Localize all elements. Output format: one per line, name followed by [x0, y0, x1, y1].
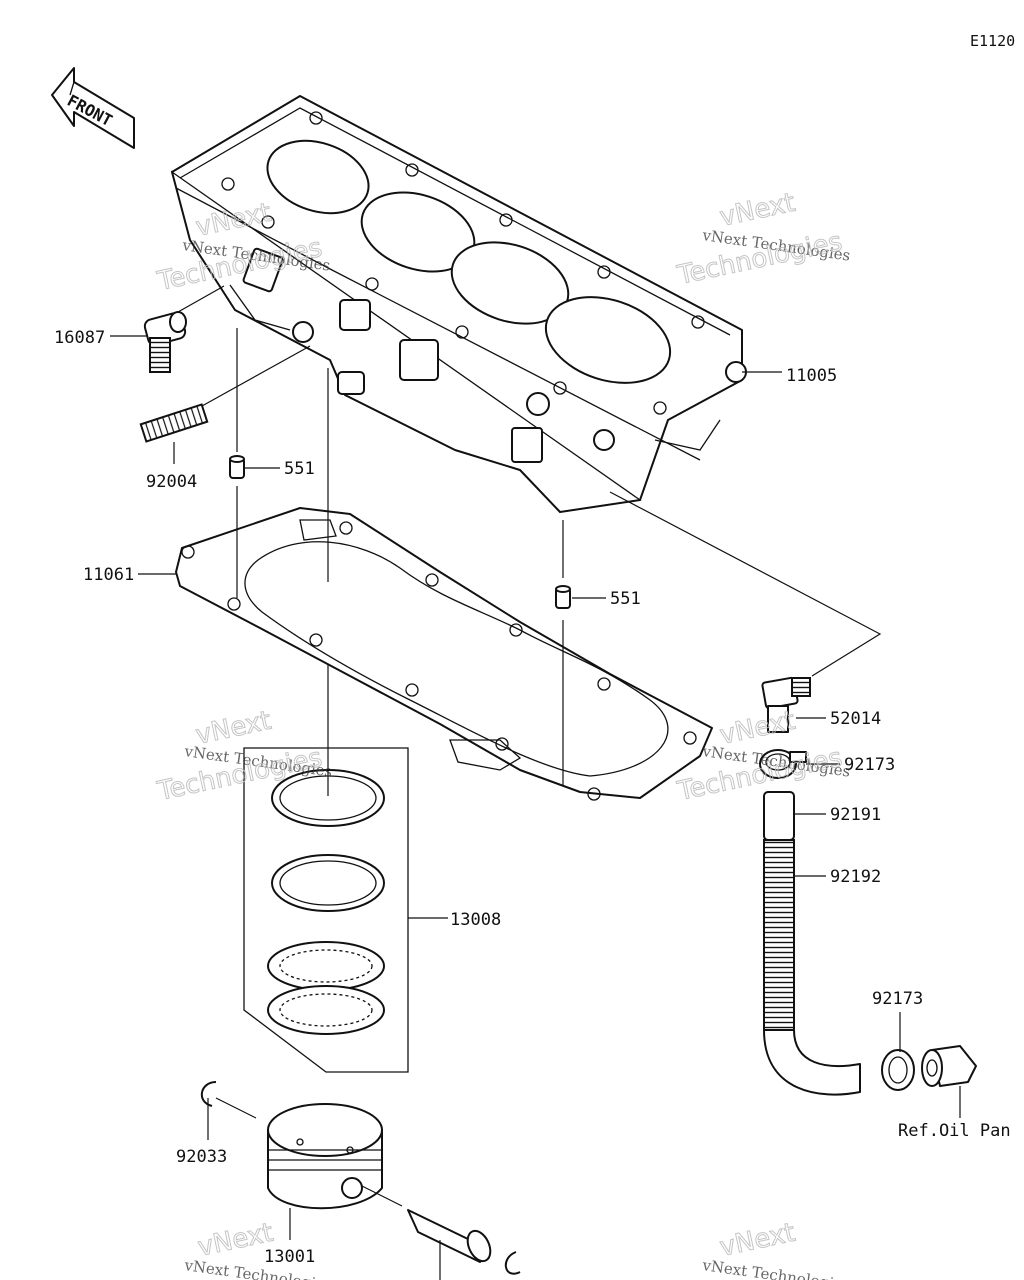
label-92004: 92004: [146, 472, 197, 492]
cylinder-block[interactable]: [170, 95, 747, 513]
label-92191: 92191: [830, 805, 881, 825]
label-11061: 11061: [83, 565, 134, 585]
circlip-92033[interactable]: [201, 1081, 217, 1107]
label-92173-lower: 92173: [872, 989, 923, 1009]
piston-13001[interactable]: [267, 1103, 383, 1210]
label-92033: 92033: [176, 1147, 227, 1167]
label-13001: 13001: [264, 1247, 315, 1267]
svg-text:vNext Technologies: vNext Technologies: [700, 1256, 851, 1280]
stud-92004[interactable]: [139, 403, 209, 443]
fitting-16087[interactable]: [143, 311, 187, 373]
front-arrow-icon: FRONT: [51, 67, 135, 149]
reference-oil-pan: Ref.Oil Pan: [898, 1121, 1011, 1141]
label-11005: 11005: [786, 366, 837, 386]
clamp-92173-lower[interactable]: [881, 1049, 915, 1091]
svg-text:vNext: vNext: [717, 1218, 798, 1263]
label-92192: 92192: [830, 867, 881, 887]
diagram-code: E1120: [970, 32, 1015, 50]
label-551-lower: 551: [610, 589, 641, 609]
dowel-551-lower[interactable]: [555, 585, 571, 609]
elbow-fitting-52014[interactable]: [761, 676, 811, 733]
label-52014: 52014: [830, 709, 881, 729]
label-551-upper: 551: [284, 459, 315, 479]
oil-hose[interactable]: [763, 791, 861, 1096]
oil-pan-fitting[interactable]: [921, 1045, 977, 1087]
clamp-92173-upper[interactable]: [759, 749, 807, 779]
svg-text:vNext: vNext: [717, 188, 798, 233]
cylinder-gasket[interactable]: [175, 507, 713, 801]
dowel-551-upper[interactable]: [229, 455, 245, 479]
circlip-right[interactable]: [505, 1251, 521, 1275]
svg-text:vNext: vNext: [717, 706, 798, 751]
piston-ring-set[interactable]: [243, 747, 409, 1073]
label-16087: 16087: [54, 328, 105, 348]
leader-lines: [110, 285, 961, 1280]
watermark-top-right: vNext vNext Technologies Technologies: [674, 187, 852, 291]
label-92173-upper: 92173: [844, 755, 895, 775]
watermark-bottom-right: vNext vNext Technologies: [700, 1217, 851, 1280]
label-13008: 13008: [450, 910, 501, 930]
piston-pin[interactable]: [407, 1209, 495, 1265]
